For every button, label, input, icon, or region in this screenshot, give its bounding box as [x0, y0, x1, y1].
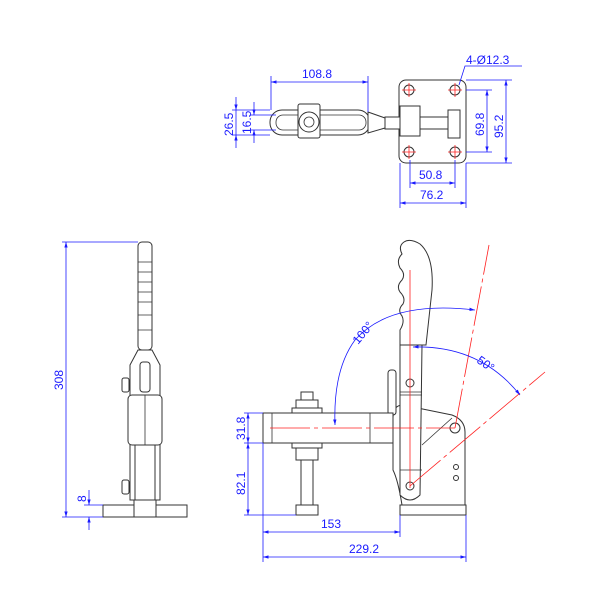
bar-angle-label: 50°: [474, 353, 497, 375]
dim-bar-height: 31.8: [234, 416, 248, 440]
dim-total-height: 308: [52, 370, 66, 390]
top-view: 108.8 26.5 16.5 69.8 95.2 50.8 76.2 4-Ø1…: [222, 53, 522, 208]
dim-bar-to-base: 82.1: [234, 471, 248, 495]
handle-angle-label: 100°: [350, 319, 377, 347]
handle-grip: [397, 239, 433, 346]
dim-bar-reach: 153: [321, 517, 341, 531]
dim-width-inner: 16.5: [240, 110, 254, 134]
base-plate-front: [399, 504, 467, 516]
front-view: 100° 50° 31.8 82.1 153 229.2: [234, 239, 546, 562]
side-view: 308 8: [52, 241, 188, 530]
dim-base-thickness: 8: [75, 495, 89, 502]
spindle-bolt: [291, 391, 323, 516]
dim-width-outer: 26.5: [222, 112, 236, 136]
nut-top: [298, 111, 320, 133]
dim-overall-length: 229.2: [349, 542, 379, 556]
dim-hole-spacing-vertical: 69.8: [473, 112, 487, 136]
hole-callout: 4-Ø12.3: [466, 53, 510, 67]
dim-hole-spacing-horizontal: 50.8: [419, 168, 443, 182]
dim-plate-width: 76.2: [420, 188, 444, 202]
dim-plate-height: 95.2: [492, 114, 506, 138]
handle-side: [137, 241, 153, 351]
clamp-arm: [399, 344, 423, 501]
dim-handle-length: 108.8: [302, 67, 332, 81]
mounting-holes: [402, 83, 462, 159]
